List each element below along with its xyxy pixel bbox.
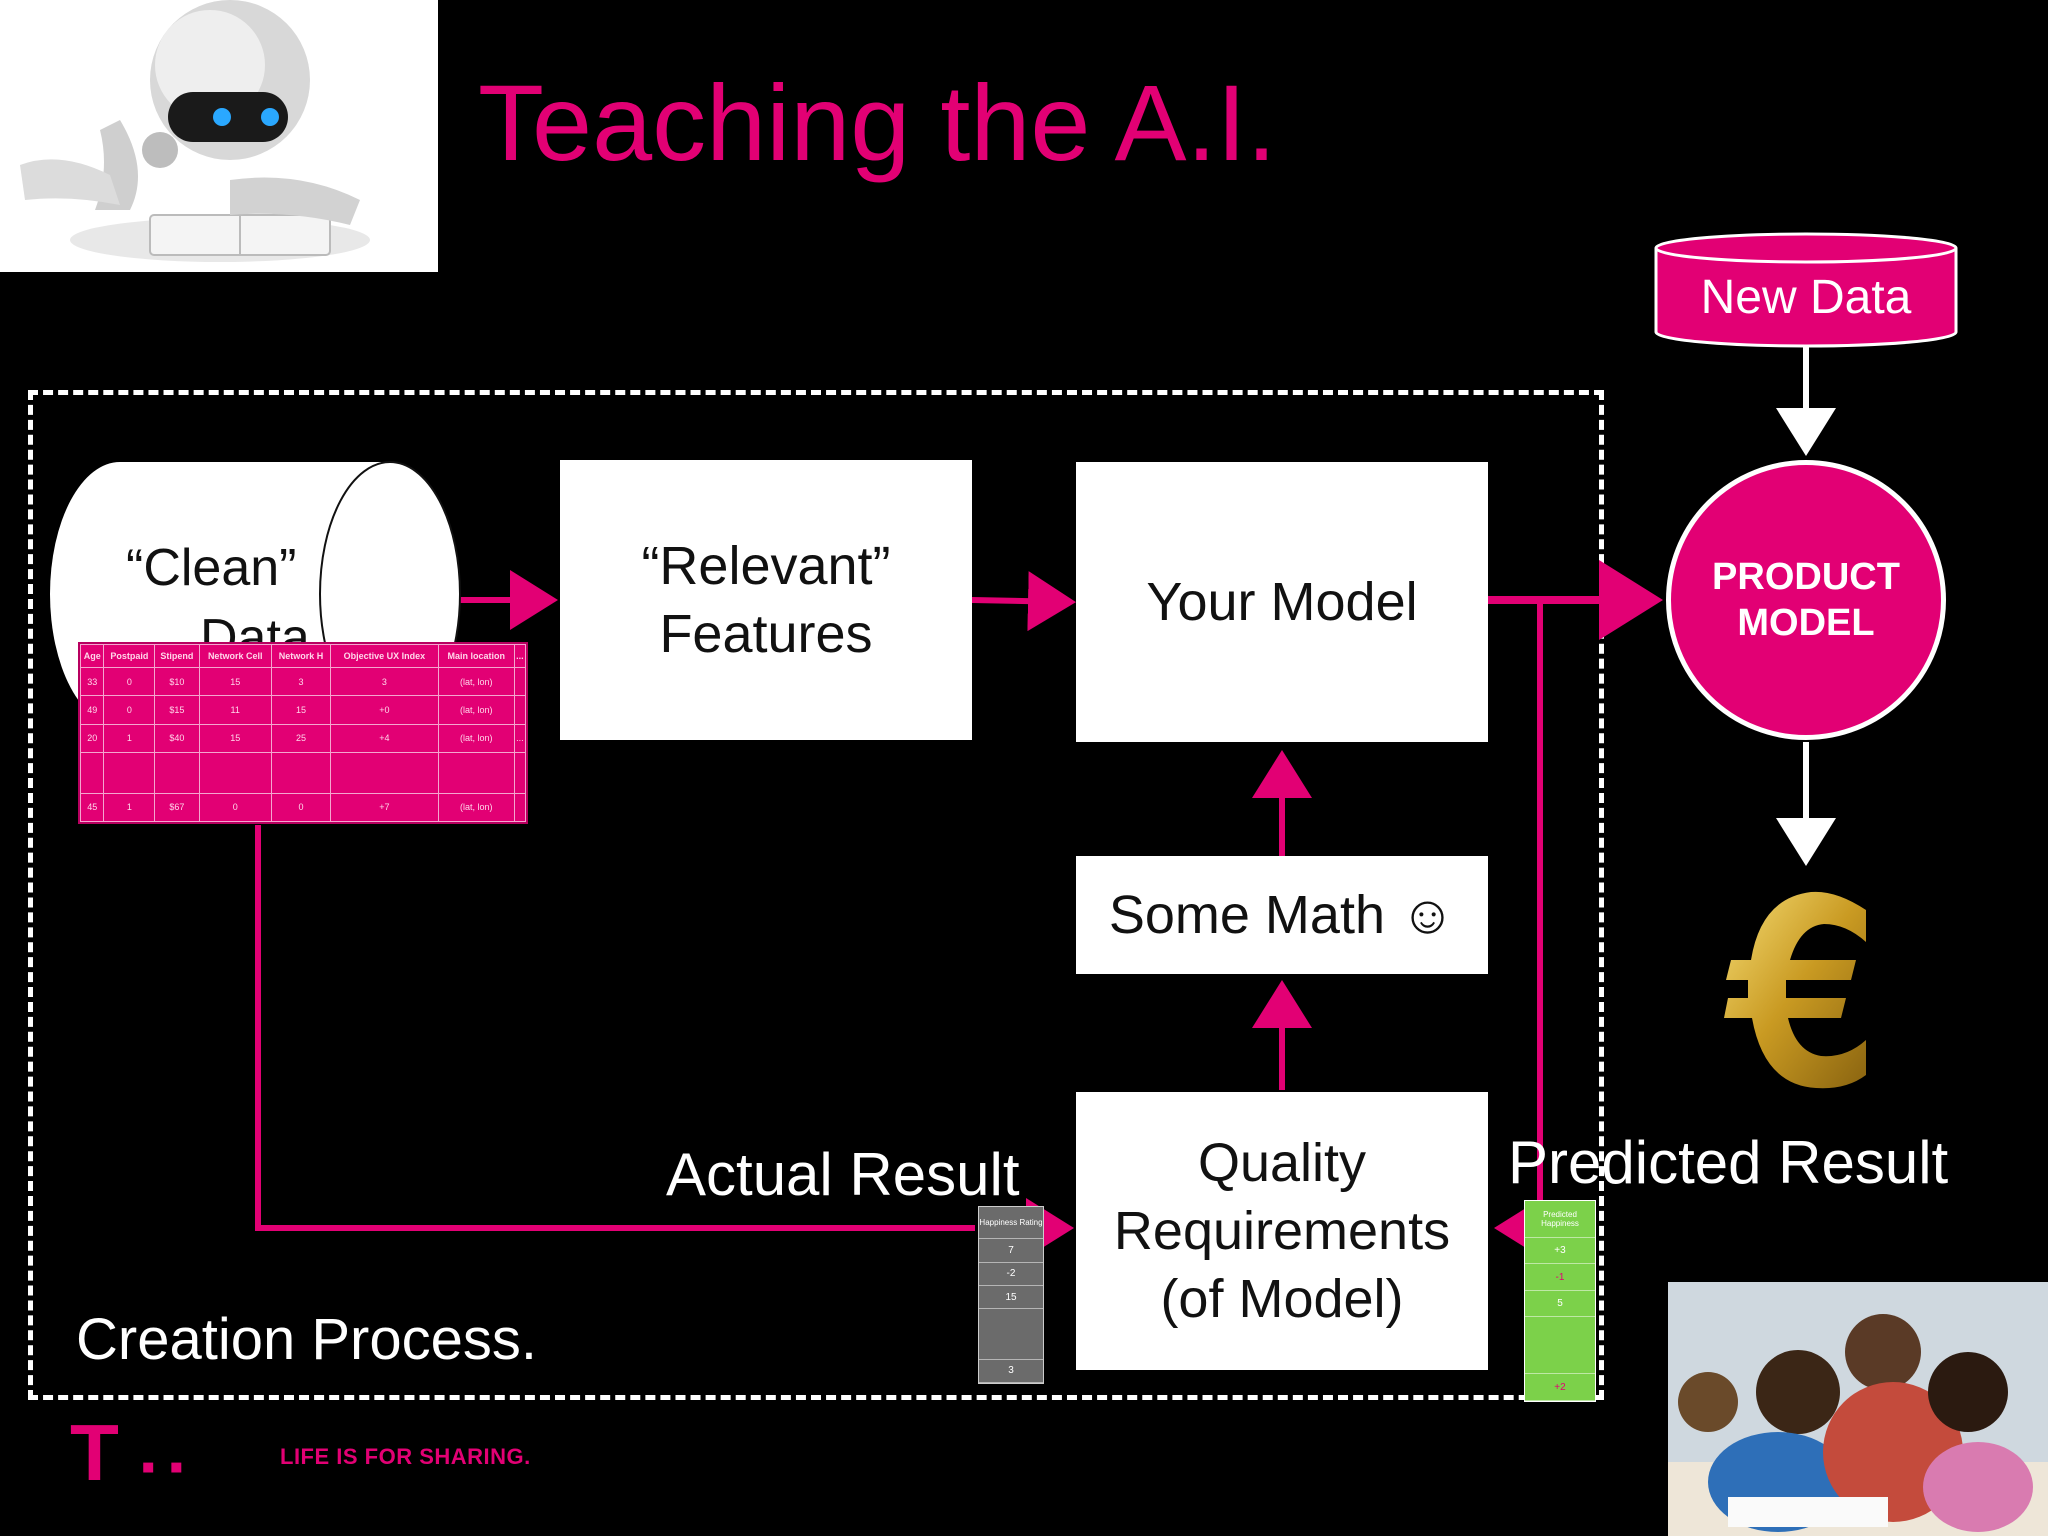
table-cell: 15	[198, 723, 272, 753]
telekom-logo-mark: T	[70, 1408, 119, 1497]
table-cell	[513, 666, 527, 697]
table-cell: 0	[103, 666, 156, 697]
table-header-cell: Network H	[270, 644, 332, 668]
actual-value: 7	[979, 1239, 1043, 1263]
table-cell	[79, 751, 105, 794]
table-cell: $10	[154, 666, 200, 697]
creation-process-boundary	[28, 390, 1604, 1400]
table-cell	[437, 751, 515, 794]
table-cell: (lat, lon)	[437, 792, 515, 823]
table-cell: 3	[330, 666, 439, 697]
table-cell: 0	[198, 792, 272, 823]
predicted-value: +2	[1525, 1374, 1595, 1402]
table-cell: +0	[330, 695, 439, 725]
table-cell	[270, 751, 332, 794]
table-cell: 11	[198, 695, 272, 725]
quality-label-line3: (of Model)	[1160, 1269, 1404, 1329]
table-cell: (lat, lon)	[437, 666, 515, 697]
predicted-result-label: Predicted Result	[1508, 1129, 1949, 1196]
table-header-cell: ...	[513, 644, 527, 668]
table-cell	[154, 751, 200, 794]
table-cell	[103, 751, 156, 794]
euro-icon	[1716, 880, 1896, 1100]
table-header-cell: Stipend	[154, 644, 200, 668]
new-data-cylinder: New Data	[1654, 232, 1958, 348]
actual-column-header: Happiness Rating	[979, 1207, 1043, 1240]
clean-data-label-line1: “Clean”	[126, 539, 297, 597]
your-model-box: Your Model	[1076, 462, 1488, 742]
actual-result-label: Actual Result	[666, 1141, 1020, 1208]
table-cell: 49	[79, 695, 105, 725]
actual-value: 3	[979, 1360, 1043, 1384]
table-header-cell: Age	[79, 644, 105, 668]
table-cell: 1	[103, 723, 156, 753]
relevant-features-label: “Relevant” Features	[641, 536, 891, 664]
quality-label-line1: Quality	[1197, 1133, 1367, 1193]
predicted-value: +3	[1525, 1238, 1595, 1265]
some-math-box: Some Math ☺	[1076, 856, 1488, 974]
table-cell: 0	[103, 695, 156, 725]
relevant-features-box: “Relevant” Features	[560, 460, 972, 740]
quality-label-line2: Requirements	[1113, 1201, 1451, 1261]
table-cell: 0	[270, 792, 332, 823]
product-model-line1: PRODUCT	[1712, 556, 1900, 598]
actual-value: -2	[979, 1263, 1043, 1287]
table-cell: +7	[330, 792, 439, 823]
arrow-features-to-model	[971, 571, 1076, 632]
actual-value: 15	[979, 1286, 1043, 1310]
predicted-value: -1	[1525, 1264, 1595, 1291]
table-cell: (lat, lon)	[437, 695, 515, 725]
table-cell: 45	[79, 792, 105, 823]
predicted-value: 5	[1525, 1291, 1595, 1318]
product-model-circle: PRODUCT MODEL	[1666, 460, 1946, 740]
table-cell	[513, 695, 527, 725]
table-cell: 15	[198, 666, 272, 697]
new-data-label: New Data	[1700, 271, 1912, 324]
some-math-label: Some Math ☺	[1108, 885, 1456, 945]
predicted-value	[1525, 1317, 1595, 1375]
table-cell: 15	[270, 695, 332, 725]
arrow-actual-path	[255, 825, 975, 1231]
table-cell: 33	[79, 666, 105, 697]
table-header-cell: Main location	[437, 644, 515, 668]
table-cell: 20	[79, 723, 105, 753]
quality-requirements-box: Quality Requirements (of Model)	[1076, 1092, 1488, 1370]
footer-tagline: LIFE IS FOR SHARING.	[280, 1444, 531, 1469]
classroom-photo	[1668, 1282, 2048, 1536]
table-cell: +4	[330, 723, 439, 753]
table-row	[79, 751, 527, 794]
table-cell: 1	[103, 792, 156, 823]
creation-process-label: Creation Process.	[76, 1307, 537, 1372]
telekom-logo: T ▪▪	[70, 1408, 198, 1497]
robot-reading-image	[0, 0, 438, 272]
table-cell	[513, 751, 527, 794]
table-cell: 25	[270, 723, 332, 753]
table-cell	[513, 792, 527, 823]
table-cell: $15	[154, 695, 200, 725]
your-model-label: Your Model	[1146, 572, 1418, 632]
slide-title: Teaching the A.I.	[478, 62, 1277, 183]
table-header-cell: Network Cell	[198, 644, 272, 668]
table-cell: (lat, lon)	[437, 723, 515, 753]
predicted-result-column: Predicted Happiness +3 -1 5 +2	[1524, 1200, 1596, 1402]
table-cell: 3	[270, 666, 332, 697]
predicted-column-header: Predicted Happiness	[1525, 1201, 1595, 1238]
actual-result-column: Happiness Rating 7 -2 15 3	[978, 1206, 1044, 1384]
table-cell	[198, 751, 272, 794]
table-cell	[330, 751, 439, 794]
table-cell: $67	[154, 792, 200, 823]
product-model-line2: MODEL	[1737, 602, 1875, 644]
actual-value	[979, 1309, 1043, 1360]
table-cell: $40	[154, 723, 200, 753]
table-cell: ...	[513, 723, 527, 753]
table-header-cell: Postpaid	[103, 644, 156, 668]
table-header-cell: Objective UX Index	[330, 644, 439, 668]
